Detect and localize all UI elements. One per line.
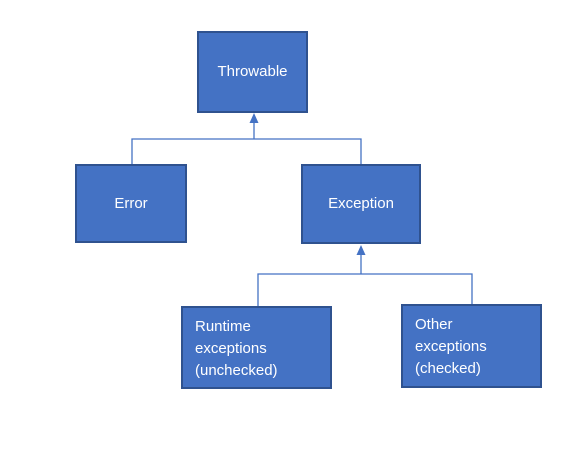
- node-throwable: Throwable: [197, 31, 308, 113]
- node-runtime-label-line-2: exceptions: [195, 340, 267, 357]
- node-other-exceptions: Other exceptions (checked): [401, 304, 542, 388]
- connector-error-to-throwable: [131, 138, 254, 164]
- connector-other-to-exception: [361, 273, 473, 304]
- connector-exception-to-throwable: [254, 138, 362, 164]
- node-throwable-label: Throwable: [217, 63, 288, 80]
- node-exception-label: Exception: [328, 195, 394, 212]
- connector-runtime-to-exception: [257, 273, 361, 306]
- node-error-label: Error: [114, 194, 148, 212]
- node-other-label-line-1: Other: [415, 316, 453, 333]
- node-exception: Exception: [301, 164, 421, 244]
- node-runtime-label-line-3: (unchecked): [195, 362, 278, 379]
- node-error: Error: [75, 164, 187, 243]
- node-runtime-exceptions: Runtime exceptions (unchecked): [181, 306, 332, 389]
- node-other-label-line-3: (checked): [415, 360, 481, 377]
- node-runtime-label-line-1: Runtime: [195, 318, 251, 335]
- node-other-label-line-2: exceptions: [415, 338, 487, 355]
- arrowhead-throwable: [249, 113, 259, 123]
- arrowhead-exception: [356, 245, 366, 255]
